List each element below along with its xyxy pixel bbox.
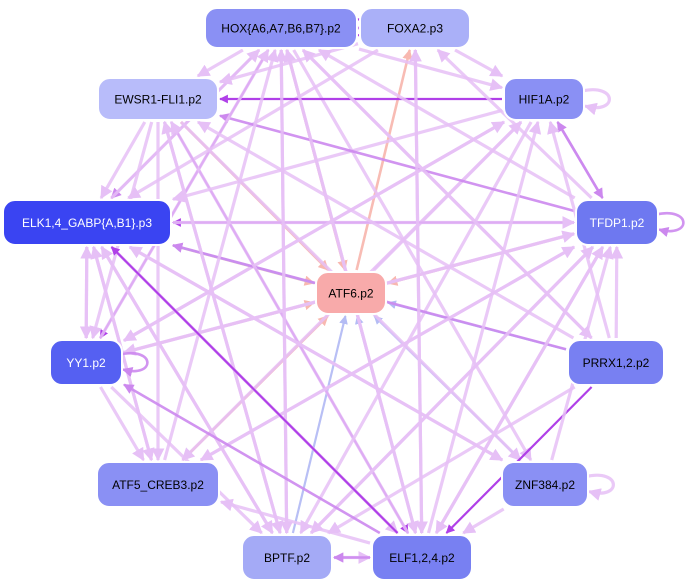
node-layer: HOX{A6,A7,B6,B7}.p2 FOXA2.p3EWSR1-FLI1.p2… — [2, 7, 665, 581]
edge-bptf-to-tfdp1 — [309, 245, 595, 535]
edge-foxa2-to-hif1a — [454, 48, 504, 78]
node-label: ATF6.p2 — [328, 287, 373, 301]
edge-tfdp1-to-ewsr1 — [218, 113, 575, 213]
edge-bptf-to-elk — [100, 245, 274, 534]
edge-elf-to-foxa2 — [409, 48, 424, 534]
edge-elf-to-elk — [110, 246, 399, 534]
edge-prrx-to-bptf — [327, 385, 576, 535]
edge-hox-to-znf — [292, 49, 533, 462]
edge-elk-to-hox — [110, 48, 261, 200]
edge-hox-to-hif1a — [358, 47, 504, 91]
node-box — [204, 7, 358, 49]
node-box — [503, 77, 585, 121]
edge-prrx-to-elf — [445, 386, 593, 534]
node-label: ATF5_CREB3.p2 — [112, 478, 204, 492]
self-loop-znf — [585, 473, 615, 501]
node-box — [49, 339, 123, 386]
self-loop-hif1a — [581, 88, 611, 116]
node-label: FOXA2.p3 — [387, 22, 443, 36]
node-label: ELF1,2,4.p2 — [389, 551, 455, 565]
node-elk[interactable]: ELK1,4_GABP{A,B1}.p3 — [2, 199, 172, 246]
edge-hif1a-to-bptf — [299, 121, 533, 535]
edge-znf-to-elf — [462, 507, 505, 535]
node-label: HIF1A.p2 — [519, 93, 570, 107]
edge-tfdp1-to-hox — [317, 48, 576, 200]
node-ewsr1[interactable]: EWSR1-FLI1.p2 — [97, 77, 219, 121]
edge-atf5-to-hox — [163, 48, 279, 461]
node-label: PRRX1,2.p2 — [583, 356, 650, 370]
edge-elf-to-hif1a — [426, 120, 542, 534]
node-box — [501, 461, 589, 508]
edge-ewsr1-to-elk — [99, 121, 147, 200]
node-box — [575, 199, 659, 246]
edge-yy1-to-hif1a — [123, 120, 506, 342]
node-box — [359, 7, 471, 49]
node-label: ZNF384.p2 — [515, 478, 575, 492]
edge-hox-to-ewsr1 — [196, 48, 244, 78]
edge-elf-to-atf5 — [219, 498, 371, 545]
edge-elf-to-ewsr1 — [169, 120, 410, 534]
node-label: EWSR1-FLI1.p2 — [114, 93, 202, 107]
edge-bptf-to-atf6 — [291, 315, 348, 534]
node-box — [96, 461, 220, 508]
node-label: ELK1,4_GABP{A,B1}.p3 — [22, 216, 152, 230]
self-loop-tfdp1 — [655, 211, 685, 237]
node-atf6[interactable]: ATF6.p2 — [315, 271, 387, 315]
edge-bptf-to-hox — [274, 48, 289, 534]
node-label: YY1.p2 — [66, 356, 106, 370]
edge-yy1-to-elk — [80, 245, 94, 339]
edge-atf5-to-tfdp1 — [200, 245, 576, 462]
node-prrx[interactable]: PRRX1,2.p2 — [567, 339, 665, 386]
node-tfdp1[interactable]: TFDP1.p2 — [575, 199, 659, 246]
edge-prrx-to-tfdp1 — [610, 245, 624, 339]
node-hif1a[interactable]: HIF1A.p2 — [503, 77, 585, 121]
edge-tfdp1-to-foxa2 — [436, 48, 593, 200]
edge-elf-to-yy1 — [123, 383, 381, 535]
edge-prrx-to-ewsr1 — [196, 120, 575, 340]
node-box — [2, 199, 172, 246]
node-bptf[interactable]: BPTF.p2 — [241, 534, 333, 581]
node-box — [371, 534, 473, 581]
node-foxa2[interactable]: FOXA2.p3 — [359, 7, 471, 49]
self-loop-yy1 — [119, 351, 149, 377]
node-label: HOX{A6,A7,B6,B7}.p2 — [221, 22, 341, 36]
node-box — [97, 77, 219, 121]
edge-tfdp1-to-hif1a — [556, 121, 604, 199]
node-label: BPTF.p2 — [264, 551, 310, 565]
node-hox[interactable]: HOX{A6,A7,B6,B7}.p2 — [204, 7, 358, 49]
node-box — [315, 271, 387, 315]
edge-prrx-to-hox — [301, 48, 593, 340]
node-atf5[interactable]: ATF5_CREB3.p2 — [96, 461, 220, 508]
node-elf[interactable]: ELF1,2,4.p2 — [371, 534, 473, 581]
edge-znf-to-elk — [128, 245, 503, 462]
edge-yy1-to-atf5 — [99, 386, 145, 462]
edge-yy1-to-bptf — [110, 385, 263, 535]
node-label: TFDP1.p2 — [590, 216, 645, 230]
node-znf[interactable]: ZNF384.p2 — [501, 461, 589, 508]
node-yy1[interactable]: YY1.p2 — [49, 339, 123, 386]
edge-elf-to-tfdp1 — [434, 245, 605, 534]
node-box — [567, 339, 665, 386]
node-box — [241, 534, 333, 581]
